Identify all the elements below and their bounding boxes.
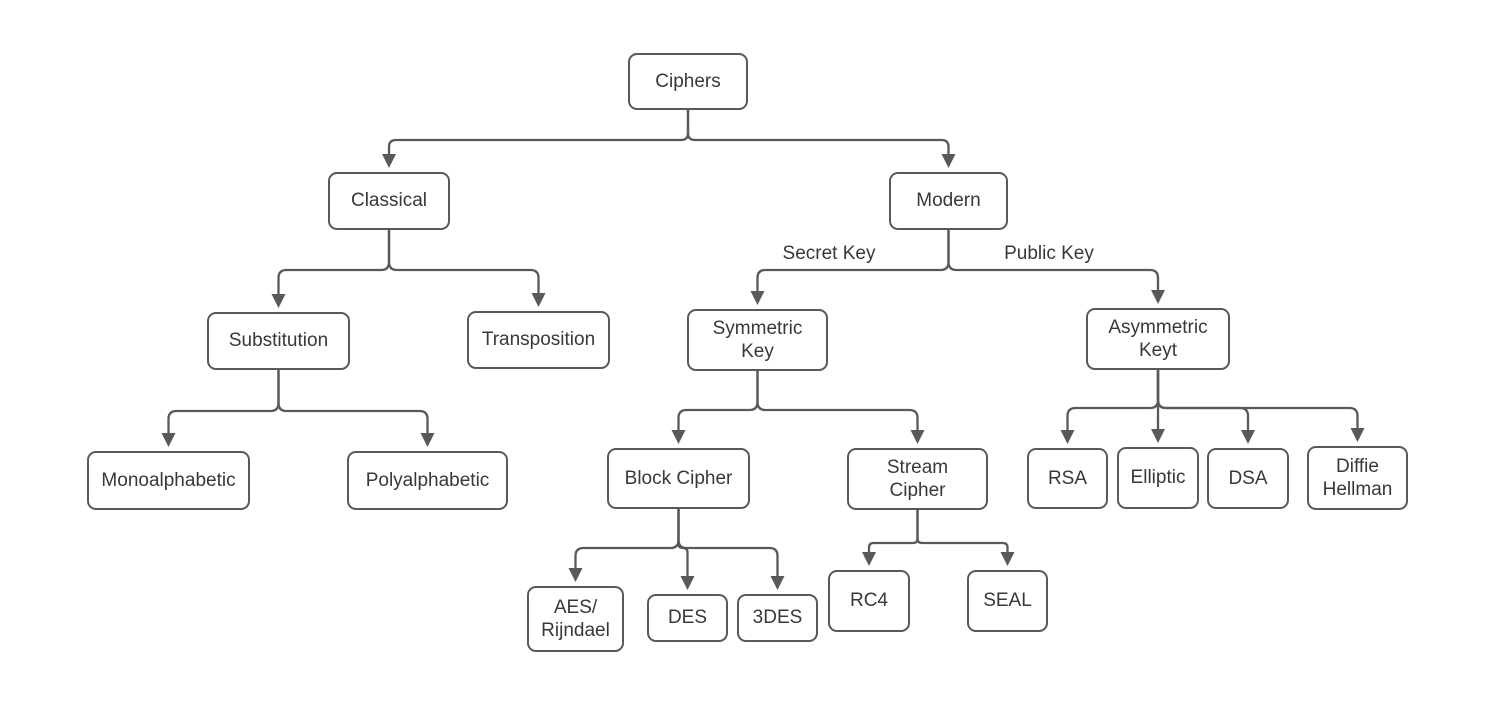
connector-block-cipher-aes-rijndael <box>574 509 680 568</box>
node-modern: Modern <box>889 172 1008 230</box>
node-aes-rijndael: AES/ Rijndael <box>527 586 624 652</box>
connector-asymmetric-key-dsa <box>1156 370 1250 430</box>
connector-modern-asymmetric-key <box>947 230 1160 290</box>
connector-ciphers-modern <box>686 110 950 154</box>
arrowhead-icon <box>531 293 546 307</box>
node-symmetric-key: Symmetric Key <box>687 309 828 371</box>
connector-ciphers-classical <box>387 110 690 154</box>
connector-stream-cipher-seal <box>916 510 1009 552</box>
arrowhead-icon <box>680 576 695 590</box>
arrowhead-icon <box>420 433 435 447</box>
connector-classical-substitution <box>277 230 391 294</box>
arrowhead-icon <box>750 291 765 305</box>
connector-classical-transposition <box>387 230 540 293</box>
arrowhead-icon <box>568 568 583 582</box>
arrowhead-icon <box>671 430 686 444</box>
connector-symmetric-key-stream-cipher <box>756 371 919 430</box>
connector-substitution-monoalphabetic <box>167 370 280 433</box>
node-des: DES <box>647 594 728 642</box>
node-polyalphabetic: Polyalphabetic <box>347 451 508 510</box>
node-stream-cipher: Stream Cipher <box>847 448 988 510</box>
node-ciphers: Ciphers <box>628 53 748 110</box>
arrowhead-icon <box>382 154 396 168</box>
connector-block-cipher-3des <box>677 509 779 576</box>
node-transposition: Transposition <box>467 311 610 369</box>
node-block-cipher: Block Cipher <box>607 448 750 509</box>
connector-asymmetric-key-diffie-hellman <box>1156 370 1359 428</box>
arrowhead-icon <box>161 433 176 447</box>
connector-asymmetric-key-rsa <box>1066 370 1160 430</box>
node-dsa: DSA <box>1207 448 1289 509</box>
node-3des: 3DES <box>737 594 818 642</box>
node-rc4: RC4 <box>828 570 910 632</box>
node-monoalphabetic: Monoalphabetic <box>87 451 250 510</box>
node-seal: SEAL <box>967 570 1048 632</box>
arrowhead-icon <box>1151 290 1165 304</box>
arrowhead-icon <box>271 294 286 308</box>
arrowhead-icon <box>862 552 876 566</box>
node-classical: Classical <box>328 172 450 230</box>
arrowhead-icon <box>1000 552 1015 566</box>
connector-substitution-polyalphabetic <box>277 370 429 433</box>
arrowhead-icon <box>770 576 785 590</box>
arrowhead-icon <box>941 154 956 168</box>
arrowhead-icon <box>910 430 925 444</box>
edge-label-symmetric-key: Secret Key <box>780 243 878 265</box>
node-elliptic: Elliptic <box>1117 447 1199 509</box>
arrowhead-icon <box>1241 430 1255 444</box>
arrowhead-icon <box>1350 428 1365 442</box>
connector-symmetric-key-block-cipher <box>677 371 759 430</box>
connector-stream-cipher-rc4 <box>867 510 919 552</box>
node-asymmetric-key: Asymmetric Keyt <box>1086 308 1230 370</box>
node-diffie-hellman: Diffie Hellman <box>1307 446 1408 510</box>
arrowhead-icon <box>1151 429 1165 443</box>
node-substitution: Substitution <box>207 312 350 370</box>
arrowhead-icon <box>1060 430 1075 444</box>
node-rsa: RSA <box>1027 448 1108 509</box>
edge-label-asymmetric-key: Public Key <box>1002 243 1096 265</box>
